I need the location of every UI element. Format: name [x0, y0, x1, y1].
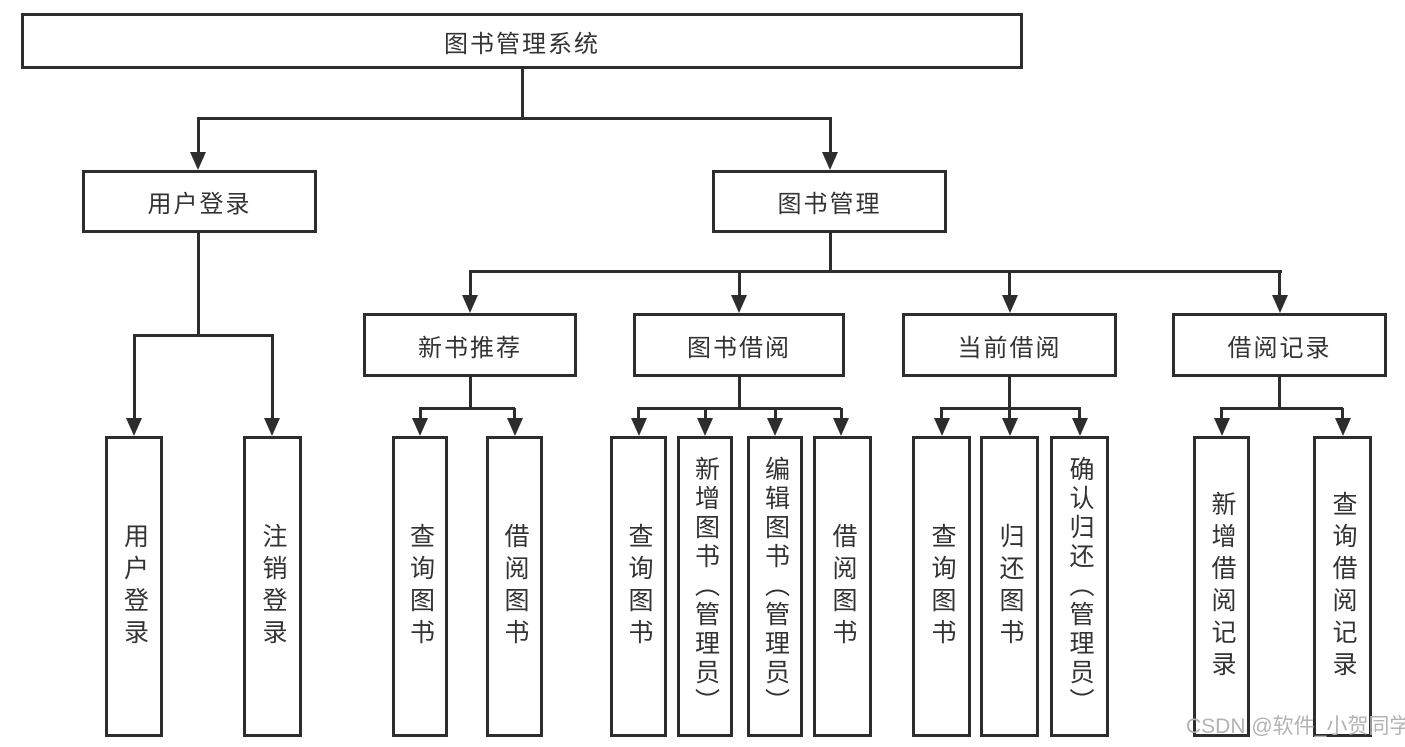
node-label: 当前借阅: [957, 334, 1062, 362]
arrowhead: [126, 418, 142, 436]
arrowhead: [1071, 418, 1088, 436]
node-label: 注销登录: [259, 522, 287, 651]
node-label: 用户登录: [147, 191, 252, 218]
leaf-records-query-record: 查询借阅记录: [1313, 436, 1372, 737]
arrowhead: [822, 152, 838, 170]
connector: [1008, 377, 1011, 409]
node-user-login: 用户登录: [82, 170, 317, 233]
arrowhead: [1001, 418, 1018, 436]
connector: [1008, 271, 1011, 297]
connector: [196, 118, 200, 154]
leaf-user-login: 用户登录: [105, 436, 163, 737]
node-label: 归还图书: [996, 522, 1024, 651]
connector: [828, 118, 832, 154]
node-book-borrowing: 图书借阅: [633, 313, 845, 377]
node-new-book-recommend: 新书推荐: [363, 313, 577, 377]
arrowhead: [630, 418, 647, 436]
connector: [270, 335, 274, 421]
node-label: 新增借阅记录: [1208, 490, 1236, 683]
node-label: 借阅记录: [1227, 334, 1332, 362]
leaf-recommend-query-books: 查询图书: [392, 436, 448, 737]
connector: [839, 408, 843, 421]
arrowhead: [697, 418, 713, 436]
node-root: 图书管理系统: [21, 13, 1023, 69]
connector: [737, 271, 741, 297]
arrowhead: [412, 418, 428, 436]
node-label: 图书管理系统: [444, 30, 600, 58]
connector: [1341, 408, 1344, 421]
connector: [737, 377, 741, 409]
connector: [418, 408, 422, 421]
connector: [1278, 271, 1281, 297]
leaf-logout: 注销登录: [243, 436, 302, 737]
connector: [703, 408, 707, 421]
leaf-borrow-add-books-admin: 新增图书（管理员）: [677, 436, 733, 737]
watermark: CSDN @软件_小贺同学: [1186, 715, 1405, 738]
arrowhead: [264, 418, 280, 436]
connector: [637, 408, 640, 421]
arrowhead: [506, 418, 523, 436]
connector: [132, 333, 274, 337]
connector: [513, 408, 516, 421]
arrowhead: [190, 152, 206, 170]
arrowhead: [767, 418, 783, 436]
node-current-borrowing: 当前借阅: [902, 313, 1117, 377]
leaf-current-return-books: 归还图书: [980, 436, 1039, 737]
node-label: 查询图书: [625, 522, 653, 651]
arrowhead: [1001, 295, 1018, 313]
connector: [1220, 406, 1343, 410]
arrowhead: [462, 295, 478, 313]
node-label: 借阅图书: [501, 522, 529, 651]
leaf-borrow-borrow-books: 借阅图书: [813, 436, 872, 737]
node-borrow-records: 借阅记录: [1172, 313, 1387, 377]
connector: [1078, 408, 1081, 421]
connector: [196, 233, 200, 336]
connector: [468, 377, 472, 409]
node-label: 查询图书: [406, 522, 435, 651]
arrowhead: [1271, 295, 1288, 313]
connector: [1278, 377, 1281, 409]
arrowhead: [833, 418, 849, 436]
node-label: 用户登录: [120, 522, 149, 651]
connector: [468, 269, 1282, 273]
node-label: 确认归还（管理员）: [1066, 456, 1094, 717]
node-label: 借阅图书: [829, 522, 857, 651]
node-label: 新增图书（管理员）: [691, 456, 720, 717]
connector: [637, 406, 841, 410]
arrowhead: [933, 418, 950, 436]
node-label: 新书推荐: [418, 334, 522, 362]
connector: [132, 335, 136, 421]
leaf-borrow-query-books: 查询图书: [610, 436, 667, 737]
connector: [940, 408, 943, 421]
node-label: 查询借阅记录: [1329, 490, 1357, 683]
arrowhead: [1334, 418, 1351, 436]
connector: [520, 69, 524, 118]
node-label: 查询图书: [928, 522, 956, 651]
node-book-management: 图书管理: [712, 170, 947, 233]
leaf-current-confirm-return-admin: 确认归还（管理员）: [1050, 436, 1109, 737]
connector: [418, 406, 515, 410]
connector: [468, 271, 472, 297]
leaf-borrow-edit-books-admin: 编辑图书（管理员）: [747, 436, 803, 737]
connector: [773, 408, 777, 421]
connector: [1220, 408, 1223, 421]
node-label: 图书借阅: [687, 334, 791, 362]
node-label: 图书管理: [777, 191, 882, 218]
connector: [196, 116, 832, 120]
arrowhead: [1213, 418, 1230, 436]
connector: [1008, 408, 1011, 421]
leaf-records-add-record: 新增借阅记录: [1193, 436, 1250, 737]
leaf-recommend-borrow-books: 借阅图书: [486, 436, 543, 737]
arrowhead: [731, 295, 747, 313]
node-label: 编辑图书（管理员）: [761, 456, 790, 717]
connector: [828, 233, 832, 272]
leaf-current-query-books: 查询图书: [912, 436, 971, 737]
